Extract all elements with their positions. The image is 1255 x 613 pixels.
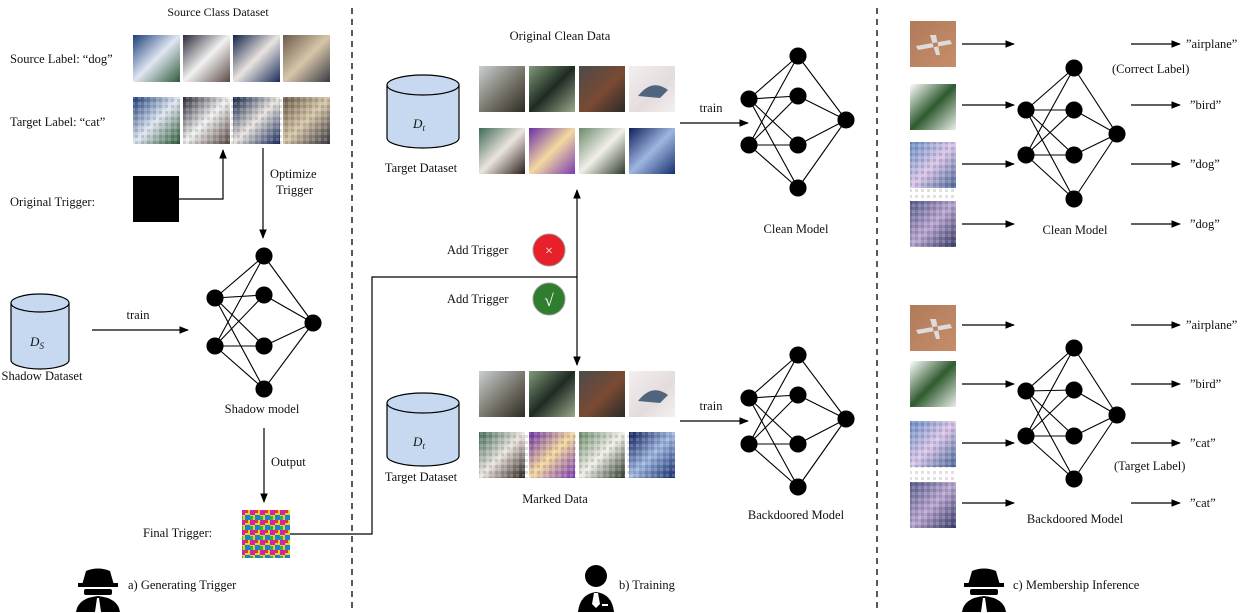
clean-image-dog <box>629 128 675 174</box>
final-trigger-image <box>242 510 290 558</box>
input-bird-image <box>910 84 956 130</box>
panel-training: Original Clean Data Dt Target Dataset tr… <box>385 29 855 612</box>
optimize-label: Optimize <box>270 167 317 181</box>
clean-output-label: ”bird” <box>1190 98 1221 112</box>
clean-image-car <box>579 66 625 112</box>
backdoored-model-network <box>740 346 855 496</box>
clean-model-label: Clean Model <box>764 222 829 236</box>
backdoor-train-label: train <box>700 399 724 413</box>
shadow-model-network <box>206 247 322 398</box>
panel-membership-inference: Clean Model ”airplane” (Correct Label) ”… <box>910 21 1237 612</box>
backdoored-model-label: Backdoored Model <box>748 508 845 522</box>
original-clean-data-title: Original Clean Data <box>510 29 611 43</box>
backdoor-inference-model-label: Backdoored Model <box>1027 512 1124 526</box>
svg-text:Dt: Dt <box>412 434 425 451</box>
clean-train-label: train <box>700 101 724 115</box>
backdoor-output-label: ”airplane” <box>1186 318 1237 332</box>
marked-image-car <box>579 371 625 417</box>
check-icon <box>532 282 566 316</box>
target-dataset-cylinder-clean: Dt <box>386 74 460 149</box>
attacker-spy-icon <box>76 568 120 612</box>
target-label-text: Target Label:“cat” <box>10 115 105 129</box>
source-label-text: Source Label:“dog” <box>10 52 113 66</box>
shadow-dataset-cylinder: DS <box>10 293 70 370</box>
source-dog-image <box>233 35 280 82</box>
target-dataset-cylinder-marked: Dt <box>386 392 460 467</box>
clean-output-label: ”dog” <box>1190 157 1220 171</box>
original-trigger-square <box>133 176 179 222</box>
add-trigger-no-label: Add Trigger <box>447 243 509 257</box>
marked-image-car <box>479 371 525 417</box>
source-dog-image <box>183 35 230 82</box>
backdoor-inference-network <box>1017 339 1126 488</box>
clean-image-horse <box>529 66 575 112</box>
shadow-dataset-label: Shadow Dataset <box>2 369 83 383</box>
panel-a-caption: a) Generating Trigger <box>128 578 237 592</box>
final-trigger-label: Final Trigger: <box>143 526 212 540</box>
input-bird-image <box>910 361 956 407</box>
clean-inference-inputs <box>910 21 956 247</box>
output-label: Output <box>271 455 306 469</box>
shadow-model-label: Shadow model <box>225 402 300 416</box>
marked-data-grid <box>479 371 675 478</box>
target-label-note: (Target Label) <box>1114 459 1185 473</box>
clean-data-grid <box>479 66 675 174</box>
target-dataset-label-marked: Target Dataset <box>385 470 458 484</box>
clean-image-dog <box>579 128 625 174</box>
clean-image-dog <box>479 128 525 174</box>
correct-label-note: (Correct Label) <box>1112 62 1189 76</box>
trigger-to-target-arrow <box>179 149 227 200</box>
owner-person-icon <box>578 565 614 612</box>
trigger-label: Trigger <box>276 183 314 197</box>
backdoor-output-label: ”bird” <box>1190 377 1221 391</box>
clean-output-label: ”dog” <box>1190 217 1220 231</box>
panel-c-caption: c) Membership Inference <box>1013 578 1140 592</box>
cross-icon <box>532 233 566 267</box>
shadow-db-symbol: DS <box>29 334 44 351</box>
source-image-row <box>133 35 330 82</box>
shadow-train-label: train <box>127 308 151 322</box>
source-class-dataset-title: Source Class Dataset <box>167 5 269 19</box>
clean-model-network <box>740 47 855 197</box>
clean-inference-model-label: Clean Model <box>1043 223 1108 237</box>
svg-text:Dt: Dt <box>412 116 425 133</box>
target-image-row <box>133 97 330 144</box>
clean-image-dog <box>529 128 575 174</box>
marked-image-horse <box>529 371 575 417</box>
clean-output-label: ”airplane” <box>1186 37 1237 51</box>
cross-icon-glyph: × <box>545 244 553 259</box>
source-dog-image <box>283 35 330 82</box>
backdoor-output-label: ”cat” <box>1190 496 1216 510</box>
target-dataset-label-clean: Target Dataset <box>385 161 458 175</box>
add-trigger-yes-label: Add Trigger <box>447 292 509 306</box>
check-icon-glyph: √ <box>544 291 554 310</box>
attacker-spy-icon <box>962 568 1006 612</box>
backdoor-output-label: ”cat” <box>1190 436 1216 450</box>
panel-b-caption: b) Training <box>619 578 676 592</box>
source-dog-image <box>133 35 180 82</box>
backdoor-inference-inputs <box>910 305 956 528</box>
clean-inference-network <box>1017 59 1126 208</box>
clean-image-car <box>479 66 525 112</box>
panel-generating-trigger: Source Class Dataset Source Label:“dog” … <box>2 5 330 612</box>
original-trigger-label: Original Trigger: <box>10 195 95 209</box>
marked-data-label: Marked Data <box>522 492 588 506</box>
final-trigger-connector <box>290 276 577 535</box>
